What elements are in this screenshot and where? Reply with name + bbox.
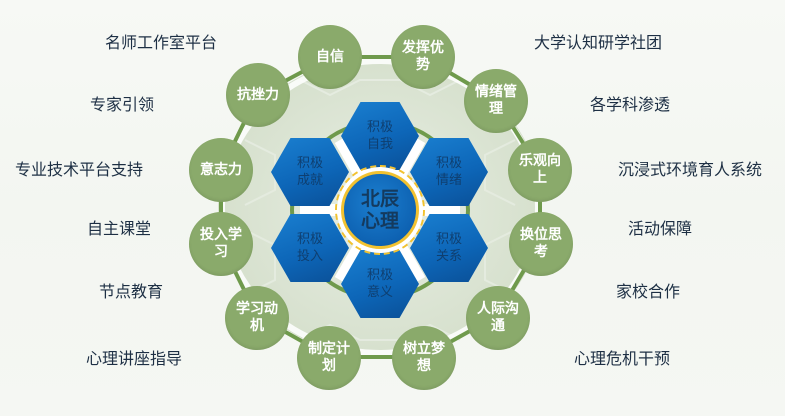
ring-node-optimism: 乐观向上 — [508, 138, 572, 202]
ring-node-label: 乐观向上 — [519, 153, 561, 186]
core-label-line2: 心理 — [360, 210, 399, 232]
ring-node-make-plans: 制定计划 — [297, 326, 361, 390]
left-label-milestone-education: 节点教育 — [98, 282, 164, 301]
ring-node-leverage-strengths: 发挥优势 — [391, 25, 455, 89]
hexagon-label-line1: 积极 — [296, 156, 323, 171]
ring-node-label: 换位思考 — [520, 227, 562, 260]
right-label-immersive-environment-system: 沉浸式环境育人系统 — [617, 160, 763, 179]
ring-node-label: 树立梦想 — [403, 341, 445, 374]
hexagon-positive-meaning: 积极意义 — [341, 250, 419, 318]
left-label-psychology-lecture-guidance: 心理讲座指导 — [85, 349, 183, 368]
core-label-line1: 北辰 — [360, 188, 399, 210]
ring-node-label: 人际沟通 — [477, 301, 519, 334]
hexagon-label-line2: 成就 — [296, 173, 323, 188]
ring-node-emotion-management: 情绪管理 — [464, 69, 528, 133]
ring-node-learning-motivation: 学习动机 — [225, 286, 289, 350]
ring-node-interpersonal-communication: 人际沟通 — [466, 286, 530, 350]
ring-node-label: 抗挫力 — [237, 86, 279, 103]
right-label-university-cognition-club: 大学认知研学社团 — [533, 33, 663, 52]
hexagon-label-line1: 积极 — [435, 232, 462, 247]
hexagon-label-line1: 积极 — [366, 268, 393, 283]
left-label-expert-guidance: 专家引领 — [89, 95, 155, 114]
ring-node-label: 意志力 — [200, 161, 242, 178]
hexagon-label-line2: 意义 — [366, 285, 393, 300]
ring-node-label: 自信 — [316, 48, 344, 65]
core-circle: 北辰心理 — [341, 171, 419, 249]
ring-node-confidence: 自信 — [298, 25, 362, 89]
left-label-master-teacher-studio: 名师工作室平台 — [104, 33, 218, 52]
hexagon-label-line2: 投入 — [296, 249, 323, 264]
hexagon-label-line1: 积极 — [296, 232, 323, 247]
right-label-cross-subject-integration: 各学科渗透 — [589, 95, 671, 114]
ring-node-label: 情绪管理 — [475, 84, 517, 117]
hexagon-label-line2: 关系 — [435, 249, 462, 264]
ring-node-willpower: 意志力 — [189, 138, 253, 202]
ring-node-label: 投入学习 — [200, 227, 242, 260]
left-label-professional-platform-support: 专业技术平台支持 — [14, 160, 144, 179]
right-label-home-school-cooperation: 家校合作 — [615, 282, 681, 301]
ring-node-set-dreams: 树立梦想 — [392, 326, 456, 390]
ring-node-perspective-taking: 换位思考 — [509, 212, 573, 276]
hexagon-label-line2: 情绪 — [435, 173, 462, 188]
left-label-autonomous-classroom: 自主课堂 — [86, 219, 152, 238]
hexagon-label-line2: 自我 — [366, 137, 393, 152]
ring-node-resilience: 抗挫力 — [226, 63, 290, 127]
right-label-activity-support: 活动保障 — [627, 219, 693, 238]
ring-node-label: 制定计划 — [308, 341, 350, 374]
core-dashed-ring — [335, 165, 425, 255]
ring-node-label: 发挥优势 — [402, 40, 444, 73]
ring-node-engaged-learning: 投入学习 — [189, 212, 253, 276]
hexagon-label-line1: 积极 — [366, 120, 393, 135]
ring-node-label: 学习动机 — [236, 301, 278, 334]
hexagon-label-line1: 积极 — [435, 156, 462, 171]
right-label-crisis-intervention: 心理危机干预 — [573, 349, 671, 368]
